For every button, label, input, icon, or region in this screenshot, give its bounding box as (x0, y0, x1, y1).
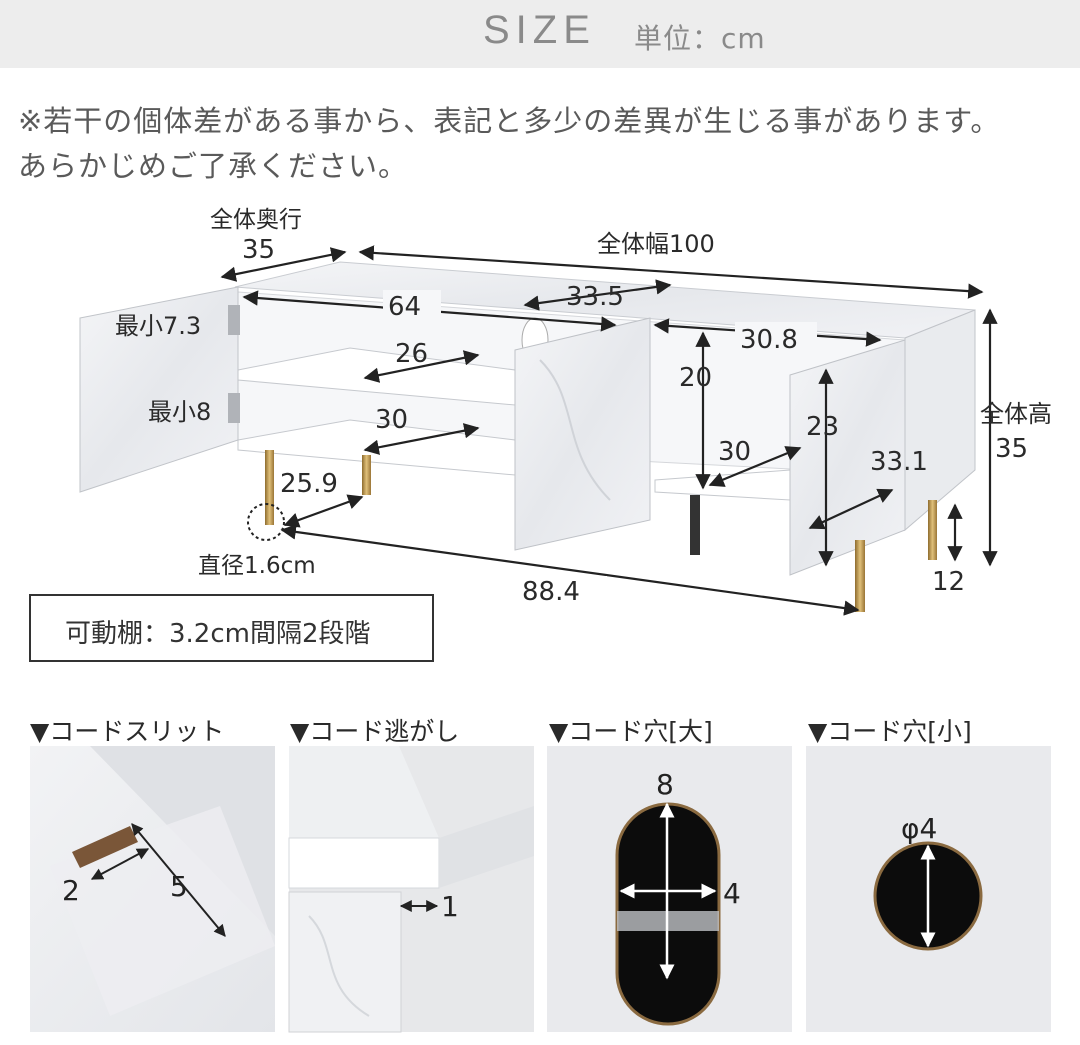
leg-diameter: 直径1.6cm (198, 553, 316, 579)
tv-board-diagram: 全体奥行 35 全体幅100 全体高 35 最小7.3 最小8 64 33.5 … (79, 207, 1052, 616)
leg-front-right (855, 540, 865, 612)
middle-door (514, 317, 651, 551)
dim-30-8: 30.8 (740, 325, 798, 355)
slit-dim-5: 5 (170, 870, 188, 903)
dim-23: 23 (806, 412, 839, 442)
detail-cord-hole-large: 8 4 (547, 746, 792, 1032)
detail-title-cord-slit: ▼コードスリット (30, 717, 225, 746)
detail-title-cord-hole-small: ▼コード穴[小] (808, 717, 972, 746)
small-hole-dim-phi4: φ4 (901, 812, 937, 845)
shelf-note: 可動棚：3.2cm間隔2段階 (65, 619, 371, 649)
dim-25-9: 25.9 (280, 469, 338, 499)
size-title: SIZE (483, 8, 596, 52)
detail-title-cord-escape: ▼コード逃がし (290, 717, 460, 746)
left-door (79, 286, 239, 493)
detail-cord-escape: 1 (288, 746, 534, 1033)
dim-20: 20 (679, 363, 712, 393)
slit-dim-2: 2 (62, 874, 80, 907)
width-label: 全体幅100 (597, 230, 715, 258)
size-header: SIZE 単位：cm (0, 0, 1080, 68)
disclaimer-line-1: ※若干の個体差がある事から、表記と多少の差異が生じる事があります。 (18, 104, 1001, 138)
detail-title-cord-hole-large: ▼コード穴[大] (549, 717, 713, 746)
depth-value: 35 (242, 235, 275, 265)
leg-front-left (265, 450, 274, 525)
large-hole-dim-4: 4 (723, 877, 741, 910)
large-hole-dim-8: 8 (656, 768, 674, 801)
dim-30-shelf: 30 (375, 405, 408, 435)
dim-88-4: 88.4 (522, 577, 580, 607)
height-label: 全体高 (980, 400, 1052, 428)
dim-33-5: 33.5 (566, 282, 624, 312)
min-7-3-label: 最小7.3 (115, 312, 201, 340)
escape-dim-1: 1 (441, 890, 459, 923)
slit-opening-icon (72, 826, 138, 868)
dim-30-right: 30 (718, 437, 751, 467)
leg-back-left (362, 455, 371, 495)
leg-back-right (928, 500, 937, 560)
height-value: 35 (995, 434, 1028, 464)
disclaimer-line-2: あらかじめご了承ください。 (18, 149, 409, 183)
dim-33-1: 33.1 (870, 447, 928, 477)
center-support-leg (690, 495, 700, 555)
right-side-panel (904, 309, 976, 532)
unit-label: 単位：cm (634, 22, 766, 55)
detail-cord-slit: 2 5 (30, 746, 275, 1032)
dim-64: 64 (388, 292, 421, 322)
shelf-note-box: 可動棚：3.2cm間隔2段階 (29, 594, 434, 662)
upper-hinge (228, 305, 240, 335)
right-bottom-shelf (654, 469, 791, 501)
min-8-label: 最小8 (148, 398, 211, 426)
depth-label: 全体奥行 (210, 207, 302, 233)
dim-12: 12 (932, 567, 965, 597)
dim-26: 26 (395, 339, 428, 369)
lower-hinge (228, 393, 240, 423)
detail-cord-hole-small: φ4 (806, 746, 1051, 1032)
